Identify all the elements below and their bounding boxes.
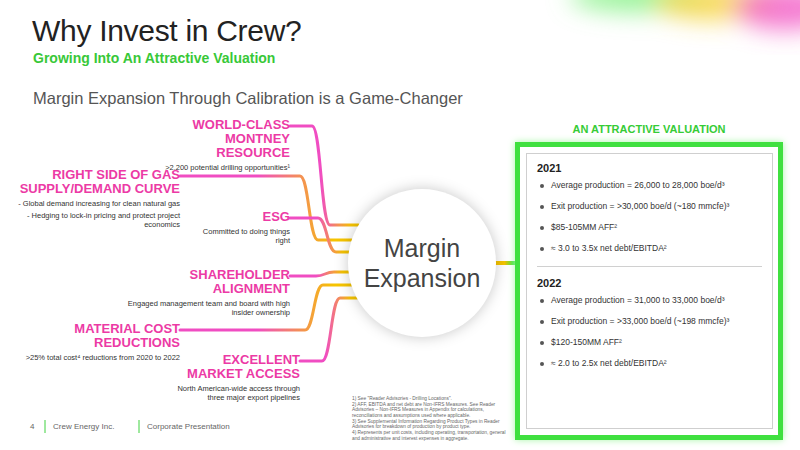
callout-body: - Global demand increasing for clean nat… xyxy=(8,199,180,208)
callout-heading: RIGHT SIDE OF GAS SUPPLY/DEMAND CURVE xyxy=(8,168,180,196)
bullet-item: Average production = 31,000 to 33,000 bo… xyxy=(537,295,762,306)
corner-glow xyxy=(570,0,800,30)
footer-separator xyxy=(45,420,46,433)
feature-callout: MATERIAL COST REDUCTIONS >25% total cost⁴… xyxy=(10,322,180,362)
bullet-item: Exit production = >33,000 boe/d (~198 mm… xyxy=(537,316,762,327)
callout-heading: ESG xyxy=(195,210,290,224)
bullet-item: Average production = 26,000 to 28,000 bo… xyxy=(537,180,762,191)
feature-callout: WORLD-CLASS MONTNEY RESOURCE>2,200 poten… xyxy=(150,118,290,172)
circle-outline xyxy=(347,188,497,338)
valuation-panel: 2021Average production = 26,000 to 28,00… xyxy=(526,153,773,429)
feature-callout: ESG Committed to doing things right xyxy=(195,210,290,245)
feature-callout: EXCELLENT MARKET ACCESS North American-wi… xyxy=(170,353,300,402)
callout-body: Engaged management team and board with h… xyxy=(120,299,290,317)
page-number: 4 xyxy=(30,422,34,431)
connector xyxy=(290,218,349,252)
footnotes: 1) See "Reader Advisories - Drilling Loc… xyxy=(352,396,510,442)
callout-body: - Hedging to lock-in pricing and protect… xyxy=(8,211,180,229)
feature-callout: RIGHT SIDE OF GAS SUPPLY/DEMAND CURVE - G… xyxy=(8,168,180,229)
subtitle: Growing Into An Attractive Valuation xyxy=(33,50,275,66)
bullet-item: ≈ 2.0 to 2.5x net debt/EBITDA² xyxy=(537,358,762,369)
callout-heading: MATERIAL COST REDUCTIONS xyxy=(10,322,180,350)
connector xyxy=(300,298,357,361)
valuation-frame: 2021Average production = 26,000 to 28,00… xyxy=(515,142,783,440)
feature-callout: SHAREHOLDER ALIGNMENT Engaged management … xyxy=(120,268,290,317)
connector xyxy=(496,261,515,265)
tagline: Margin Expansion Through Calibration is … xyxy=(33,89,463,108)
circle-fill xyxy=(348,189,496,337)
footnote: 2) AFF, EBITDA and net debt are Non-IFRS… xyxy=(352,402,510,419)
document-name: Corporate Presentation xyxy=(147,422,230,431)
footnote: 1) See "Reader Advisories - Drilling Loc… xyxy=(352,396,510,402)
footnote: 4) Represents per unit costs, including … xyxy=(352,430,510,441)
company-name: Crew Energy Inc. xyxy=(53,422,114,431)
year-heading: 2022 xyxy=(537,266,762,289)
hub-label: Margin Expansion xyxy=(357,233,487,293)
callout-heading: EXCELLENT MARKET ACCESS xyxy=(170,353,300,381)
connector xyxy=(290,272,349,276)
bullet-item: Exit production = >30,000 boe/d (~180 mm… xyxy=(537,201,762,212)
bullet-item: ≈ 3.0 to 3.5x net debt/EBITDA² xyxy=(537,243,762,254)
callout-heading: SHAREHOLDER ALIGNMENT xyxy=(120,268,290,296)
callout-body: North American-wide access through three… xyxy=(170,384,300,402)
slide-title: Why Invest in Crew? xyxy=(32,14,301,48)
year-heading: 2021 xyxy=(537,162,762,174)
glow-pink xyxy=(735,0,800,30)
callout-body: Committed to doing things right xyxy=(195,227,290,245)
callout-heading: WORLD-CLASS MONTNEY RESOURCE xyxy=(150,118,290,160)
bullet-item: $120-150MM AFF² xyxy=(537,337,762,348)
footnote: 3) See Supplemental Information Regardin… xyxy=(352,419,510,430)
frame-heading: AN ATTRACTIVE VALUATION xyxy=(510,123,788,135)
footer-separator xyxy=(139,420,140,433)
hub-circle: Margin Expansion xyxy=(347,188,497,338)
callout-body: >25% total cost⁴ reductions from 2020 to… xyxy=(10,353,180,362)
bullet-item: $85-105MM AFF² xyxy=(537,222,762,233)
